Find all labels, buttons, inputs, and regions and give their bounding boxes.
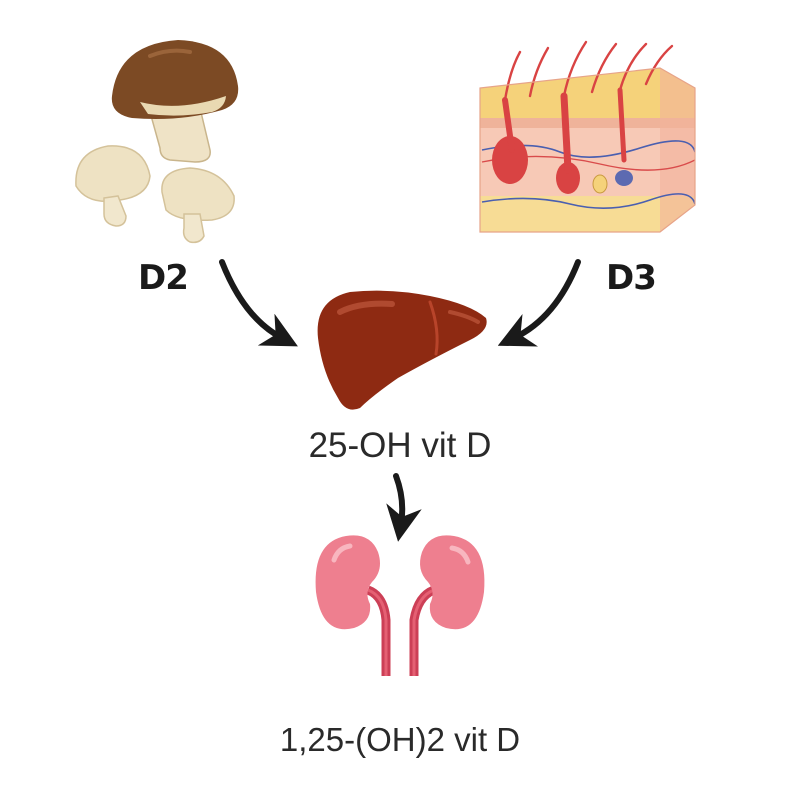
d2-label: D2: [138, 258, 189, 298]
active-metabolite-label: 1,25-(OH)2 vit D: [279, 721, 521, 758]
kidneys-icon: [315, 535, 485, 676]
arrows: [219, 259, 581, 542]
d3-label: D3: [606, 258, 657, 298]
arrow-d2-to-liver: [219, 259, 298, 347]
arrow-liver-to-kidney: [386, 473, 422, 542]
mushrooms-icon: [75, 40, 239, 244]
intermediate-metabolite-label: 25-OH vit D: [308, 426, 492, 465]
arrow-d3-to-liver: [497, 259, 581, 347]
liver-icon: [317, 290, 487, 410]
skin-cross-section-icon: [479, 40, 696, 233]
